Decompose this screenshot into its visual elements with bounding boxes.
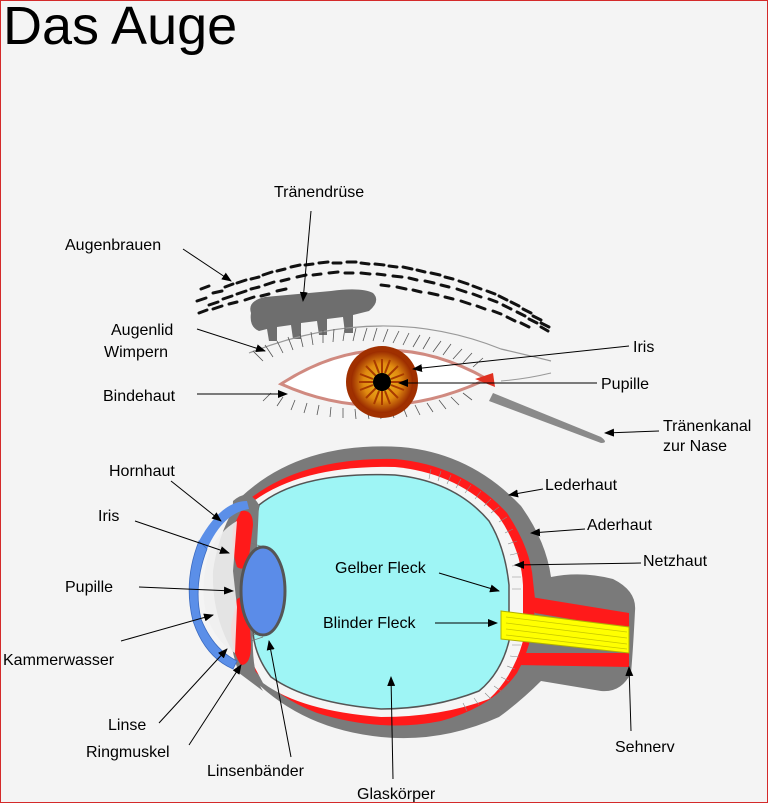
label-zur-nase: zur Nase	[663, 438, 727, 455]
vitreous-body	[244, 473, 510, 710]
label-ringmuskel: Ringmuskel	[86, 744, 170, 761]
label-glaskoerper: Glaskörper	[357, 786, 436, 802]
tear-duct	[489, 393, 605, 443]
eyebrow	[195, 260, 551, 333]
label-augenlid: Augenlid	[111, 322, 173, 339]
lens	[239, 545, 287, 637]
optic-nerve	[500, 610, 630, 654]
label-pupille: Pupille	[65, 579, 113, 596]
label-lederhaut: Lederhaut	[545, 477, 618, 494]
label-sehnerv: Sehnerv	[615, 739, 675, 756]
label-linse: Linse	[108, 717, 146, 734]
label-bindehaut: Bindehaut	[103, 388, 176, 405]
label-aderhaut: Aderhaut	[587, 517, 652, 534]
label-wimpern: Wimpern	[104, 344, 168, 361]
label-gelber-fleck: Gelber Fleck	[335, 560, 427, 577]
label-traenendruese: Tränendrüse	[274, 184, 364, 201]
label-iris: Iris	[98, 508, 119, 525]
label-blinder-fleck: Blinder Fleck	[323, 615, 416, 632]
label-netzhaut: Netzhaut	[643, 553, 708, 570]
pupil-front	[373, 373, 391, 391]
label-augenbrauen: Augenbrauen	[65, 237, 161, 254]
label-hornhaut: Hornhaut	[109, 463, 175, 480]
cornea	[189, 501, 249, 669]
label-iris-top: Iris	[633, 339, 654, 356]
label-pupille-top: Pupille	[601, 376, 649, 393]
page-title: Das Auge	[3, 0, 238, 56]
label-kammerwasser: Kammerwasser	[3, 652, 115, 669]
label-traenenkanal: Tränenkanal	[663, 418, 751, 435]
iris-front	[346, 346, 418, 418]
label-linsenbaender: Linsenbänder	[207, 763, 305, 780]
retina-texture	[428, 468, 522, 712]
